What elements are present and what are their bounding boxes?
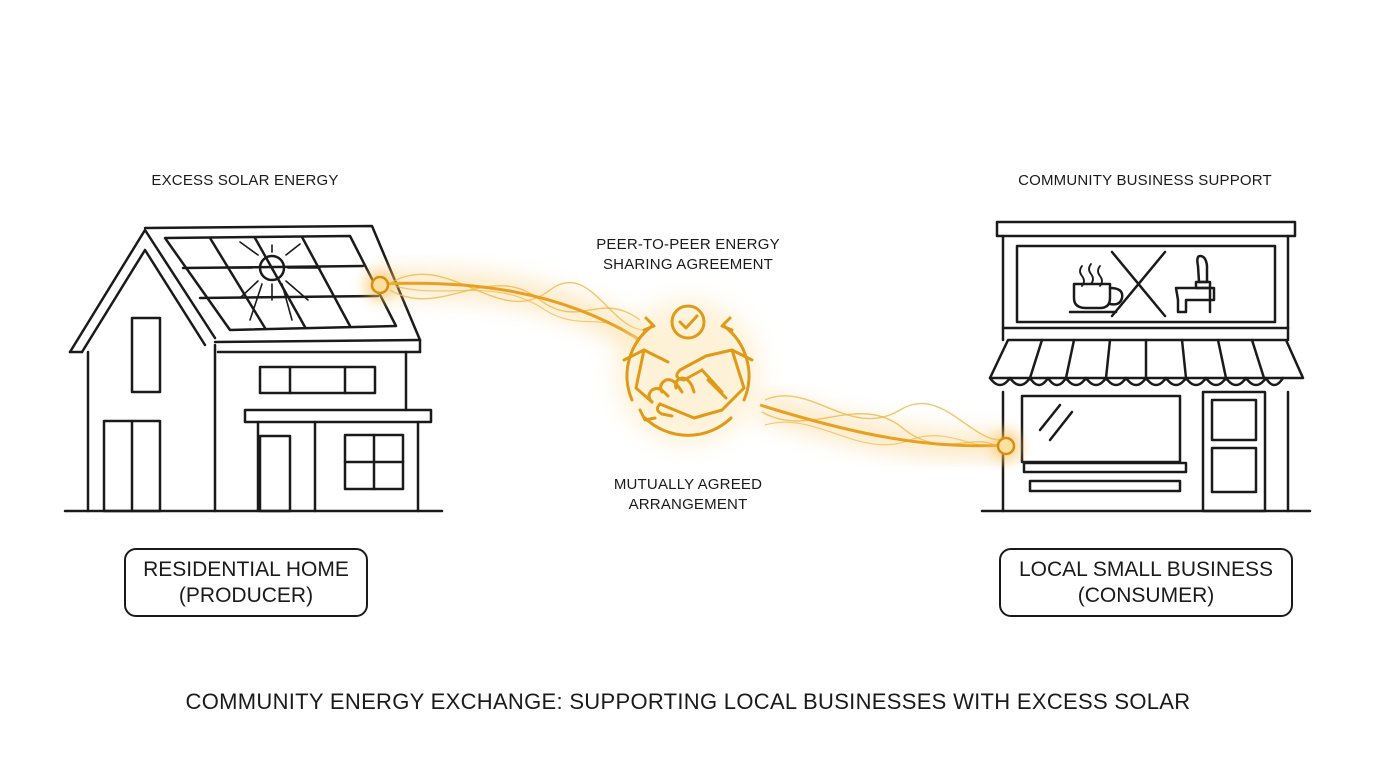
consumer-name-box: LOCAL SMALL BUSINESS (CONSUMER) — [999, 548, 1293, 617]
agreement-top-line2: SHARING AGREEMENT — [602, 256, 774, 273]
producer-top-label: EXCESS SOLAR ENERGY — [151, 172, 339, 189]
consumer-name-line2: (CONSUMER) — [1077, 583, 1215, 607]
consumer-top-label: COMMUNITY BUSINESS SUPPORT — [1018, 172, 1272, 189]
diagram-caption: COMMUNITY ENERGY EXCHANGE: SUPPORTING LO… — [185, 689, 1191, 714]
checkmark-icon — [670, 304, 706, 340]
agreement-hub — [616, 300, 760, 444]
agreement-top-line1: PEER-TO-PEER ENERGY — [596, 236, 780, 253]
producer-name-line2: (PRODUCER) — [178, 583, 314, 607]
agreement-bottom-label: MUTUALLY AGREED ARRANGEMENT — [560, 475, 816, 515]
house-with-solar-panel-icon — [63, 224, 444, 513]
producer-name-box: RESIDENTIAL HOME (PRODUCER) — [124, 548, 368, 617]
coffee-cup-icon — [1068, 263, 1124, 314]
producer-name-line1: RESIDENTIAL HOME — [143, 557, 349, 581]
energy-flow-lines — [379, 272, 1007, 457]
consumer-name-line1: LOCAL SMALL BUSINESS — [1018, 557, 1274, 581]
storefront-icon — [980, 220, 1312, 513]
agreement-bottom-line1: MUTUALLY AGREED — [613, 476, 763, 493]
producer-connection-node — [364, 269, 396, 301]
agreement-top-label: PEER-TO-PEER ENERGY SHARING AGREEMENT — [560, 235, 816, 275]
beer-tap-icon — [1174, 254, 1216, 314]
handshake-icon — [622, 348, 754, 420]
agreement-bottom-line2: ARRANGEMENT — [628, 496, 748, 513]
consumer-connection-node — [990, 430, 1022, 462]
